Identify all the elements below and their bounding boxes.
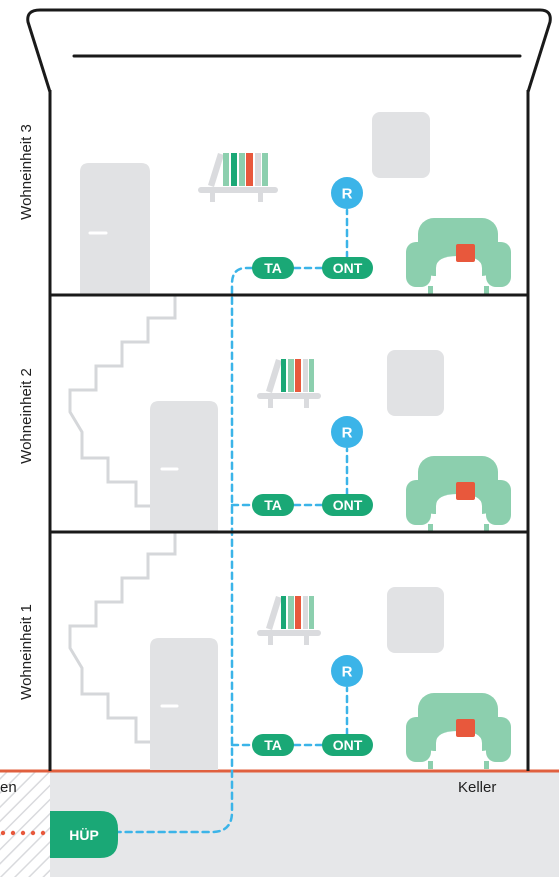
armchair-floor-1	[406, 693, 511, 769]
armchair-floor-3	[406, 218, 511, 294]
staircase	[68, 296, 177, 744]
ont-node-floor-3: ONT	[322, 257, 373, 279]
ta-label-floor-2: TA	[264, 497, 282, 513]
floor-label-1: Wohneinheit 1	[18, 604, 35, 700]
door-floor-1	[150, 638, 218, 770]
basement-label: Keller	[458, 779, 496, 796]
ta-label-floor-3: TA	[264, 260, 282, 276]
router-node-floor-3: R	[331, 177, 363, 209]
armchair-floor-2	[406, 456, 511, 532]
basement-area	[50, 771, 559, 877]
wall-picture-floor-1	[387, 587, 444, 653]
router-label-floor-1: R	[342, 664, 353, 681]
incoming-line	[0, 830, 46, 836]
ta-node-floor-1: TA	[252, 734, 294, 756]
ont-node-floor-1: ONT	[322, 734, 373, 756]
router-label-floor-3: R	[342, 186, 353, 203]
ont-node-floor-2: ONT	[322, 494, 373, 516]
router-node-floor-2: R	[331, 416, 363, 448]
fiber-cabling	[116, 208, 349, 834]
ta-label-floor-1: TA	[264, 737, 282, 753]
roof-outline	[26, 8, 552, 93]
ont-label-floor-3: ONT	[333, 260, 363, 276]
door-floor-3	[80, 163, 150, 294]
hup-node: HÜP	[50, 811, 118, 858]
wall-picture-floor-2	[387, 350, 444, 416]
bookshelf-floor-3	[198, 153, 278, 202]
floor-label-3: Wohneinheit 3	[18, 124, 35, 220]
floor-label-2: Wohneinheit 2	[18, 368, 35, 464]
bookshelf-floor-1	[257, 596, 321, 645]
router-label-floor-2: R	[342, 425, 353, 442]
bookshelf-floor-2	[257, 359, 321, 408]
building-structure	[48, 90, 530, 771]
riser-cable	[116, 266, 254, 834]
router-node-floor-1: R	[331, 655, 363, 687]
ont-label-floor-1: ONT	[333, 737, 363, 753]
door-floor-2	[150, 401, 218, 532]
hup-label: HÜP	[69, 827, 99, 843]
ta-node-floor-2: TA	[252, 494, 294, 516]
wall-picture-floor-3	[372, 112, 430, 178]
ont-label-floor-2: ONT	[333, 497, 363, 513]
basement-left-label: en	[0, 779, 17, 796]
ta-node-floor-3: TA	[252, 257, 294, 279]
